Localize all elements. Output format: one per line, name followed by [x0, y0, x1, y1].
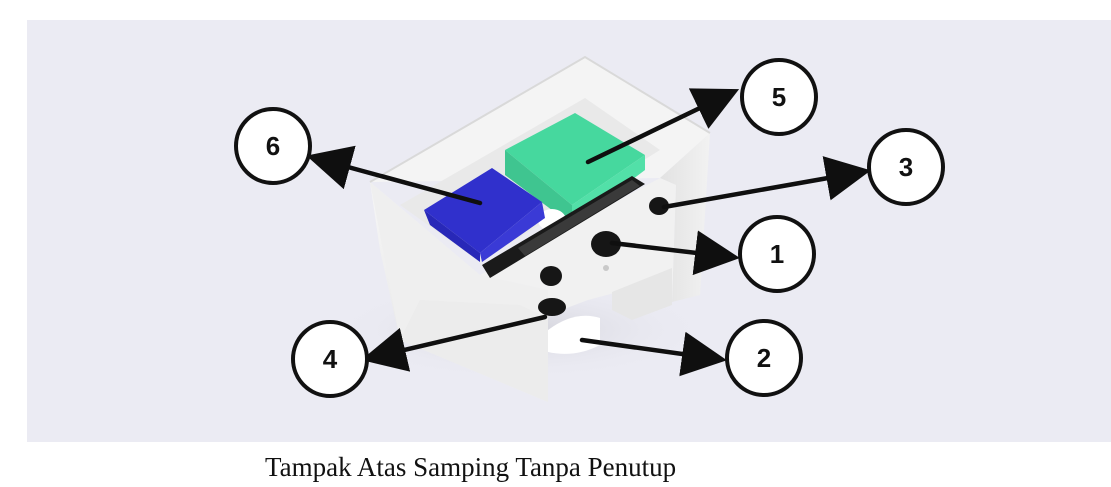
box-right-leg [612, 268, 672, 320]
callout-3-label: 3 [899, 152, 913, 182]
figure-caption: Tampak Atas Samping Tanpa Penutup [265, 452, 677, 482]
arrow-3 [661, 156, 871, 210]
callout-4-label: 4 [323, 344, 338, 374]
callout-6-label: 6 [266, 131, 280, 161]
callout-3: 3 [867, 128, 945, 206]
callout-5-label: 5 [772, 82, 786, 112]
dark-slot-rail [518, 180, 640, 256]
callout-5: 5 [740, 58, 818, 136]
callout-2: 2 [725, 319, 803, 397]
callout-4: 4 [291, 320, 369, 398]
sensor-hole-4 [538, 298, 566, 316]
sensor-hole-3 [649, 197, 669, 215]
blue-block [424, 168, 545, 262]
callout-6: 6 [234, 107, 312, 185]
bottom-module [548, 315, 600, 354]
arrow-6 [306, 145, 483, 206]
callout-1-label: 1 [770, 239, 784, 269]
arrow-2 [579, 331, 727, 377]
arrow-1 [609, 230, 740, 276]
small-screw [603, 265, 609, 271]
arrow-4 [361, 314, 548, 372]
box-front-face [480, 178, 676, 318]
sensor-hole-left [540, 266, 562, 286]
sensor-hole-1 [591, 231, 621, 257]
arrows [306, 88, 871, 377]
callout-2-label: 2 [757, 343, 771, 373]
callout-1: 1 [738, 215, 816, 293]
arrow-5 [585, 88, 740, 165]
